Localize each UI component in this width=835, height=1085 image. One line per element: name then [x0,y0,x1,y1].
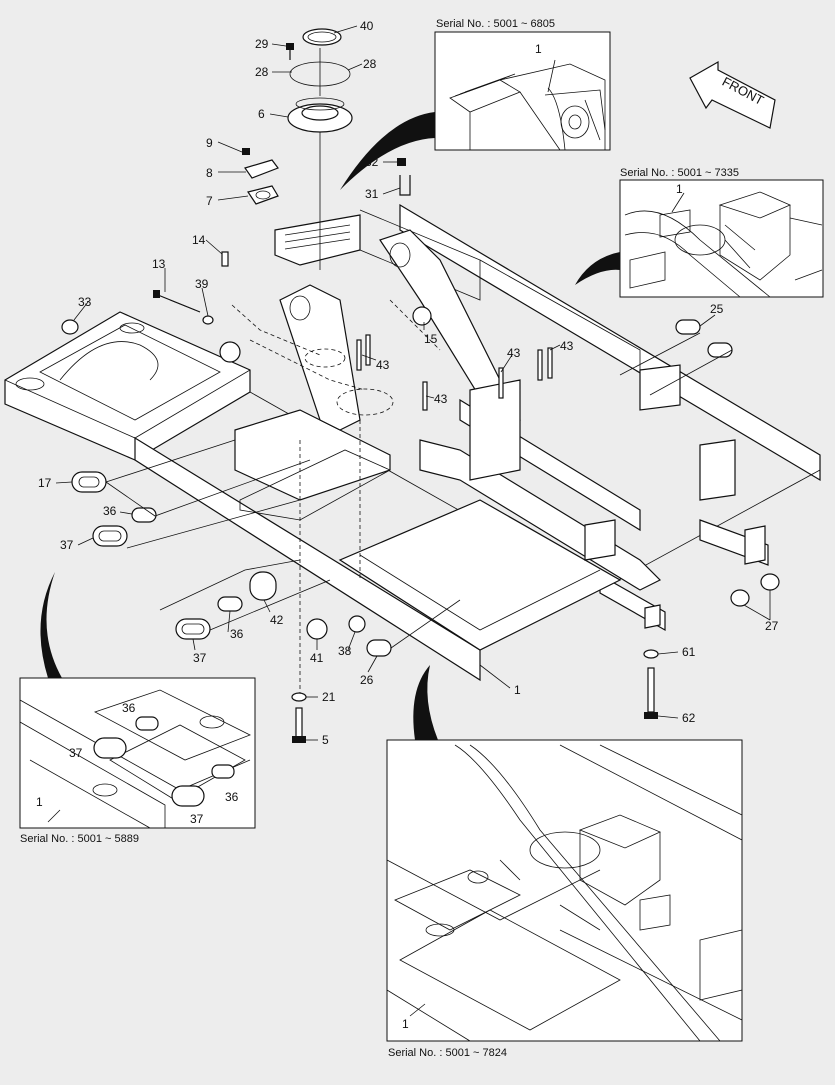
inset-5889-callout-37-top: 37 [69,746,83,760]
callout-42: 42 [270,613,284,627]
callout-27: 27 [765,619,779,633]
callout-39: 39 [195,277,209,291]
inset-5889-callout-1: 1 [36,795,43,809]
callout-5: 5 [322,733,329,747]
callout-37-left: 37 [60,538,74,552]
callout-38: 38 [338,644,352,658]
callout-21: 21 [322,690,336,704]
inset-7824-callout-1: 1 [402,1017,409,1031]
callout-15: 15 [424,332,438,346]
callout-43-b: 43 [434,392,448,406]
callout-40: 40 [360,19,374,33]
callout-41: 41 [310,651,324,665]
front-direction-arrow-icon: FRONT [689,60,776,129]
callout-43-d: 43 [560,339,574,353]
callout-43-a: 43 [376,358,390,372]
serial-label-7824: Serial No. : 5001 ~ 7824 [388,1047,507,1059]
callout-26: 26 [360,673,374,687]
callout-33: 33 [78,295,92,309]
inset-serial-7824: Serial No. : 5001 ~ 7824 1 [386,665,743,1059]
callout-36-left: 36 [103,504,117,518]
callout-28-right: 28 [363,57,377,71]
leader-lines [55,25,771,741]
inset-serial-5889: Serial No. : 5001 ~ 5889 36 37 36 37 1 [19,572,256,845]
callout-9: 9 [206,136,213,150]
callout-25: 25 [710,302,724,316]
callout-13: 13 [152,257,166,271]
callout-36-lower: 36 [230,627,244,641]
callout-61: 61 [682,645,696,659]
inset-serial-6805: Serial No. : 5001 ~ 6805 1 [340,18,611,190]
callout-28-left: 28 [255,65,269,79]
callout-43-c: 43 [507,346,521,360]
callout-8: 8 [206,166,213,180]
callout-29: 29 [255,37,269,51]
inset-5889-callout-36-top: 36 [122,701,136,715]
callout-62: 62 [682,711,696,725]
inset-serial-7335: Serial No. : 5001 ~ 7335 1 [575,167,824,298]
inset-7335-callout-1: 1 [676,182,683,196]
callout-1-main: 1 [514,683,521,697]
serial-label-6805: Serial No. : 5001 ~ 6805 [436,18,555,30]
callout-6: 6 [258,107,265,121]
callout-14: 14 [192,233,206,247]
callout-37-lower: 37 [193,651,207,665]
inset-5889-callout-37-bottom: 37 [190,812,204,826]
callout-17: 17 [38,476,52,490]
callout-31: 31 [365,187,379,201]
serial-label-7335: Serial No. : 5001 ~ 7335 [620,167,739,179]
main-frame [4,203,821,700]
inset-6805-callout-1: 1 [535,42,542,56]
inset-5889-callout-36-bottom: 36 [225,790,239,804]
serial-label-5889: Serial No. : 5001 ~ 5889 [20,833,139,845]
callout-7: 7 [206,194,213,208]
